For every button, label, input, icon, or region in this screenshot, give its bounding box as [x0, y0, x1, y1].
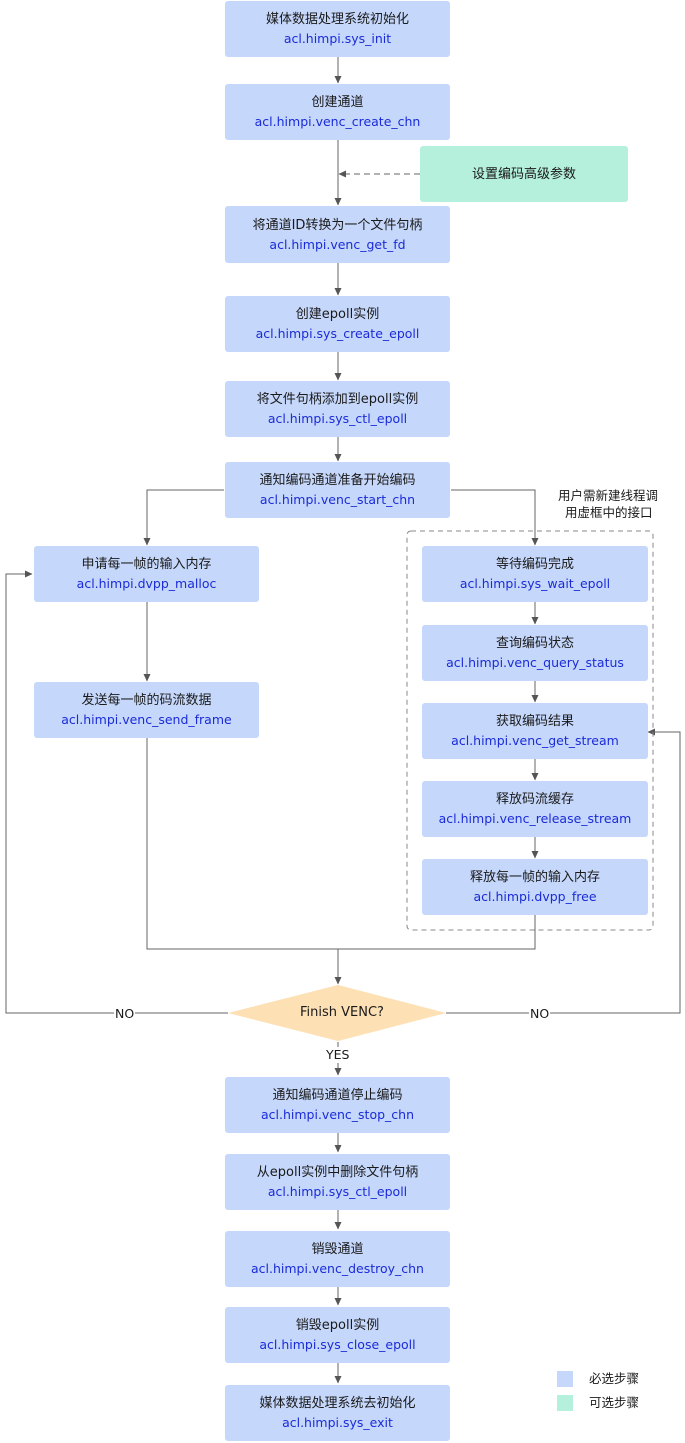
- step-ctl-epoll-add: 将文件句柄添加到epoll实例 acl.himpi.sys_ctl_epoll: [225, 381, 450, 437]
- step-title: 发送每一帧的码流数据: [81, 693, 212, 708]
- decision-no-right-label: NO: [529, 1006, 551, 1022]
- step-title: 设置编码高级参数: [471, 166, 576, 182]
- decision-diamond: [228, 985, 446, 1041]
- step-api: acl.himpi.sys_ctl_epoll: [267, 411, 408, 426]
- step-title: 等待编码完成: [495, 557, 574, 572]
- step-title: 释放每一帧的输入内存: [469, 870, 600, 885]
- step-title: 创建通道: [311, 95, 364, 110]
- step-title: 销毁通道: [311, 1242, 364, 1257]
- step-sys-init: 媒体数据处理系统初始化 acl.himpi.sys_init: [225, 1, 450, 57]
- step-api: acl.himpi.venc_query_status: [446, 655, 624, 670]
- step-api: acl.himpi.dvpp_malloc: [76, 576, 217, 591]
- step-title: 通知编码通道停止编码: [272, 1088, 403, 1103]
- step-api: acl.himpi.venc_get_fd: [269, 236, 406, 252]
- step-api: acl.himpi.sys_create_epoll: [255, 326, 420, 341]
- step-ctl-epoll-del: 从epoll实例中删除文件句柄 acl.himpi.sys_ctl_epoll: [225, 1154, 450, 1210]
- step-sys-exit: 媒体数据处理系统去初始化 acl.himpi.sys_exit: [225, 1385, 450, 1441]
- legend-required-swatch: [557, 1371, 573, 1387]
- step-close-epoll: 销毁epoll实例 acl.himpi.sys_close_epoll: [225, 1307, 450, 1363]
- step-dvpp-malloc: 申请每一帧的输入内存 acl.himpi.dvpp_malloc: [34, 546, 259, 602]
- decision-no-left-label: NO: [114, 1006, 136, 1022]
- step-set-params: 设置编码高级参数: [420, 146, 628, 202]
- step-title: 媒体数据处理系统初始化: [265, 12, 409, 27]
- arrow-start-to-wait: [451, 489, 539, 546]
- legend-optional-label: 可选步骤: [589, 1395, 640, 1410]
- step-api: acl.himpi.sys_wait_epoll: [459, 576, 611, 591]
- step-title: 查询编码状态: [495, 636, 574, 651]
- step-title: 从epoll实例中删除文件句柄: [256, 1165, 419, 1180]
- step-api: acl.himpi.sys_close_epoll: [259, 1337, 416, 1352]
- step-dvpp-free: 释放每一帧的输入内存 acl.himpi.dvpp_free: [422, 859, 648, 915]
- step-api: acl.himpi.venc_create_chn: [254, 114, 421, 129]
- step-api: acl.himpi.venc_stop_chn: [260, 1107, 415, 1122]
- step-api: acl.himpi.venc_get_stream: [451, 733, 619, 748]
- thread-note-line1: 用户需新建线程调: [558, 488, 659, 503]
- step-api: acl.himpi.sys_ctl_epoll: [267, 1184, 408, 1199]
- loop-no-left: [5, 570, 228, 1014]
- step-api: acl.himpi.venc_release_stream: [438, 811, 632, 826]
- step-title: 将通道ID转换为一个文件句柄: [252, 217, 423, 233]
- step-create-chn: 创建通道 acl.himpi.venc_create_chn: [225, 84, 450, 140]
- loop-no-right: [446, 728, 681, 1014]
- step-release-stream: 释放码流缓存 acl.himpi.venc_release_stream: [422, 781, 648, 837]
- step-get-fd: 将通道ID转换为一个文件句柄 acl.himpi.venc_get_fd: [225, 206, 450, 263]
- step-title: 创建epoll实例: [295, 307, 380, 322]
- step-query-status: 查询编码状态 acl.himpi.venc_query_status: [422, 625, 648, 681]
- decision-text: Finish VENC?: [300, 1005, 384, 1020]
- step-api: acl.himpi.venc_start_chn: [259, 492, 416, 507]
- step-destroy-chn: 销毁通道 acl.himpi.venc_destroy_chn: [225, 1231, 450, 1287]
- legend-optional-swatch: [557, 1395, 573, 1411]
- step-title: 通知编码通道准备开始编码: [259, 473, 416, 488]
- merge-right: [338, 915, 536, 950]
- step-title: 销毁epoll实例: [295, 1318, 380, 1333]
- step-title: 释放码流缓存: [495, 792, 574, 807]
- step-start-chn: 通知编码通道准备开始编码 acl.himpi.venc_start_chn: [225, 462, 450, 518]
- step-title: 媒体数据处理系统去初始化: [259, 1396, 416, 1411]
- step-stop-chn: 通知编码通道停止编码 acl.himpi.venc_stop_chn: [225, 1077, 450, 1133]
- step-send-frame: 发送每一帧的码流数据 acl.himpi.venc_send_frame: [34, 682, 259, 738]
- legend-required-label: 必选步骤: [589, 1371, 640, 1386]
- thread-note-line2: 用虚框中的接口: [565, 505, 653, 520]
- step-api: acl.himpi.sys_init: [283, 31, 392, 46]
- step-title: 申请每一帧的输入内存: [81, 557, 212, 572]
- step-title: 将文件句柄添加到epoll实例: [256, 392, 419, 407]
- thread-dashed-frame: [406, 530, 654, 931]
- step-api: acl.himpi.dvpp_free: [473, 889, 597, 904]
- step-wait-epoll: 等待编码完成 acl.himpi.sys_wait_epoll: [422, 546, 648, 602]
- decision-yes-label: YES: [326, 1047, 350, 1063]
- step-get-stream: 获取编码结果 acl.himpi.venc_get_stream: [422, 703, 648, 759]
- arrow-start-to-malloc: [143, 489, 224, 546]
- merge-left: [146, 738, 338, 950]
- step-api: acl.himpi.venc_destroy_chn: [251, 1261, 424, 1276]
- step-title: 获取编码结果: [495, 714, 574, 729]
- step-create-epoll: 创建epoll实例 acl.himpi.sys_create_epoll: [225, 296, 450, 352]
- step-api: acl.himpi.venc_send_frame: [61, 712, 232, 727]
- step-api: acl.himpi.sys_exit: [282, 1415, 393, 1430]
